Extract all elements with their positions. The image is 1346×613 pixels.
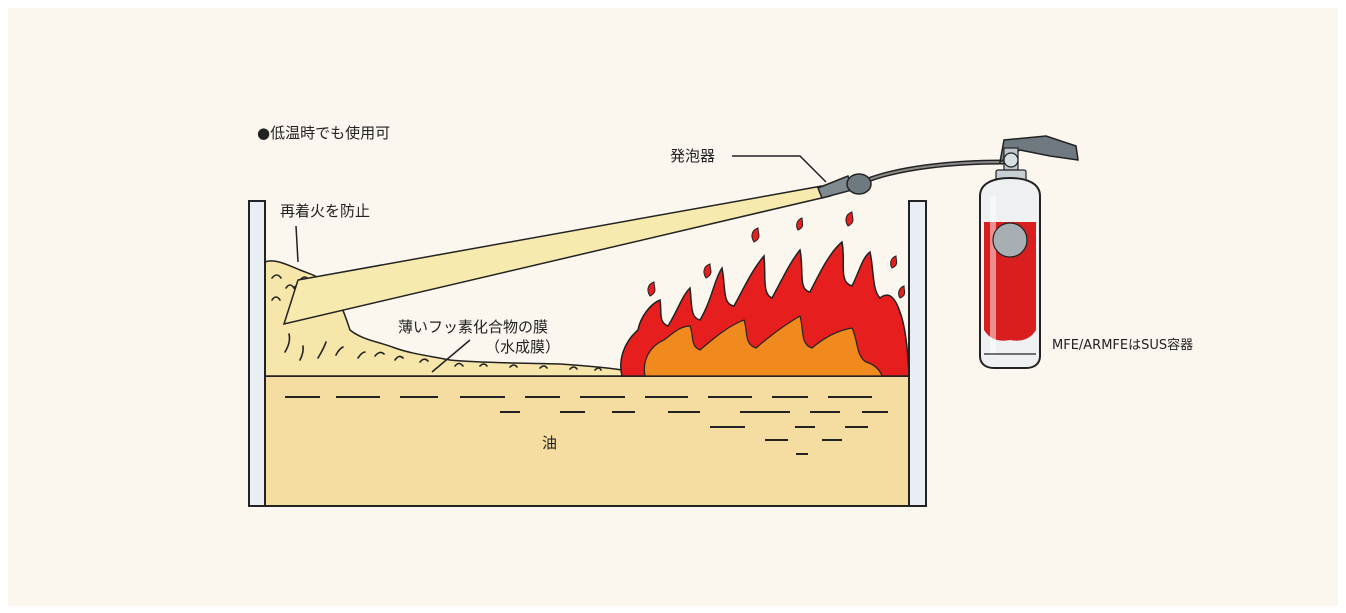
label-thin-film: 薄いフッ素化合物の膜 (398, 318, 549, 336)
label-low-temperature: ●低温時でも使用可 (257, 124, 391, 142)
flame-embers (647, 211, 906, 299)
label-foam-nozzle: 発泡器 (670, 147, 716, 165)
tank-wall-right (908, 200, 927, 507)
oil-layer (265, 376, 909, 506)
nozzle-icon (817, 173, 872, 199)
foam-blanket (264, 260, 623, 377)
flame-inner (643, 315, 883, 377)
tank-wall-left (248, 200, 266, 507)
label-reignition-prevention: 再着火を防止 (280, 202, 371, 220)
hose-inner (867, 161, 1005, 181)
fire-extinguisher-icon (979, 135, 1079, 369)
leader-lines (295, 155, 827, 373)
label-container-note: MFE/ARMFEはSUS容器 (1052, 338, 1194, 353)
label-aqueous-film: （水成膜） (485, 338, 561, 356)
oil-dashes (285, 396, 888, 455)
label-oil: 油 (542, 434, 558, 452)
